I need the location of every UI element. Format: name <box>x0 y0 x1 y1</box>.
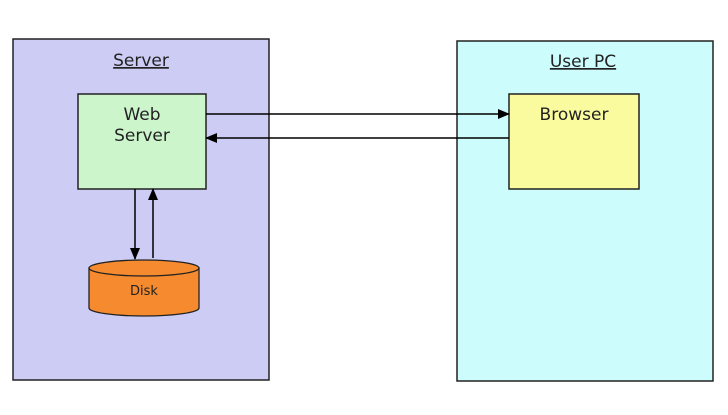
web-server-node: Web Server <box>77 93 207 190</box>
connections <box>130 109 510 260</box>
server-region-box <box>12 38 270 381</box>
disk-node: Disk <box>88 259 200 317</box>
browser-node: Browser <box>508 93 640 190</box>
browser-box <box>508 93 640 190</box>
server-region-title: Server <box>113 51 169 71</box>
web-server-label-line2: Server <box>114 126 170 146</box>
disk-cylinder-body <box>88 267 200 317</box>
disk-cylinder-top <box>88 259 200 277</box>
user-pc-region-box <box>456 40 714 382</box>
server-region: Server <box>12 38 270 381</box>
browser-label: Browser <box>540 105 609 125</box>
web-server-box <box>77 93 207 190</box>
disk-label: Disk <box>130 284 158 299</box>
web-server-label-line1: Web <box>123 105 160 125</box>
user-pc-region-title: User PC <box>550 52 616 72</box>
user-pc-region: User PC <box>456 40 714 382</box>
